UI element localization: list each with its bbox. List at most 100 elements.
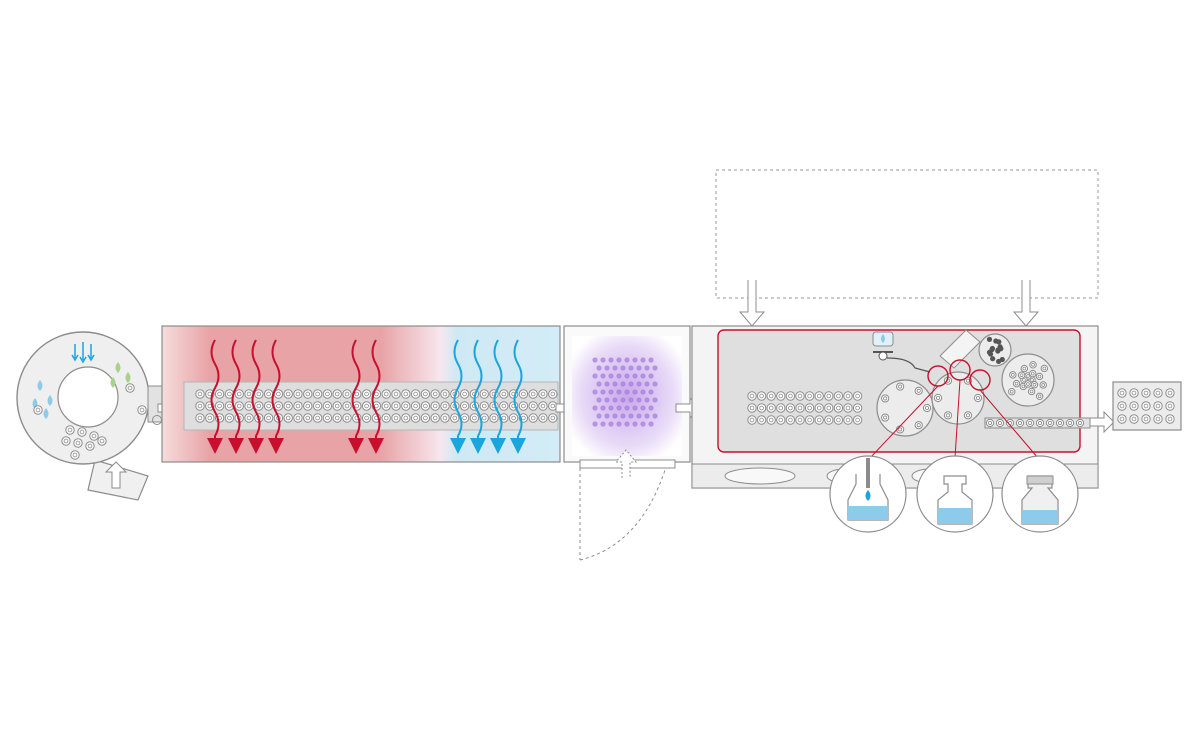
- fill-needle: [866, 458, 870, 488]
- vial-inner: [413, 415, 418, 421]
- vial-inner: [236, 403, 242, 409]
- vial-icon: [459, 401, 470, 411]
- uv-vial-dot: [652, 397, 658, 403]
- vial-icon: [833, 403, 844, 413]
- vial-icon: [70, 450, 80, 460]
- vial-inner: [816, 417, 822, 423]
- vial-icon: [420, 401, 431, 411]
- tray-vials: [1117, 388, 1175, 424]
- vial-inner: [987, 420, 993, 426]
- vial-icon: [1005, 418, 1015, 428]
- vial-inner: [788, 405, 793, 411]
- vial-inner: [207, 415, 213, 421]
- vial-icon: [747, 415, 757, 425]
- door-swing-outline: [579, 468, 666, 561]
- wheel-vials-group: [881, 376, 983, 434]
- vial-icon: [814, 391, 824, 401]
- tunnel-vials-grid: [195, 389, 558, 423]
- vial-inner: [246, 391, 252, 397]
- vial-inner: [845, 405, 851, 411]
- vial-icon: [361, 401, 372, 411]
- vial-icon: [1020, 364, 1029, 373]
- uv-vial-dot: [624, 405, 630, 411]
- pump-valve-icon: [878, 351, 888, 361]
- vial-inner: [325, 403, 330, 409]
- vial-inner: [276, 391, 281, 397]
- uv-vial-dot: [624, 357, 630, 363]
- vial-icon: [756, 403, 767, 413]
- vial-inner: [501, 403, 507, 409]
- uv-vial-dot: [612, 381, 618, 387]
- vial-icon: [254, 389, 264, 399]
- uv-vial-dot: [596, 381, 602, 387]
- vial-inner: [1119, 416, 1125, 422]
- vial-icon: [814, 415, 824, 425]
- vial-icon: [283, 389, 293, 399]
- vial-icon: [293, 389, 303, 399]
- vial-icon: [420, 389, 431, 399]
- glove-port: [724, 467, 796, 485]
- vial-inner: [285, 391, 291, 397]
- vial-inner: [807, 405, 812, 411]
- vial-inner: [87, 443, 93, 449]
- vial-icon: [922, 403, 932, 413]
- vial-icon: [1141, 388, 1151, 398]
- vial-icon: [943, 411, 953, 420]
- vial-icon: [843, 391, 853, 401]
- stopper-icon: [990, 356, 996, 362]
- vial-inner: [845, 393, 851, 399]
- vial-inner: [432, 403, 438, 409]
- vial-inner: [432, 391, 438, 397]
- vial-inner: [836, 417, 841, 423]
- vial-icon: [833, 391, 844, 401]
- vial-icon: [1129, 388, 1139, 398]
- vial-inner: [442, 391, 448, 397]
- vial-inner: [1143, 416, 1149, 422]
- vial-icon: [195, 413, 205, 423]
- vial-icon: [766, 403, 776, 413]
- outfeed-vials: [985, 418, 1085, 428]
- vial-inner: [413, 391, 418, 397]
- uv-vial-dot: [624, 421, 630, 427]
- uv-vial-dot: [600, 357, 606, 363]
- vial-icon: [85, 441, 95, 451]
- vial-inner: [383, 391, 389, 397]
- water-drop-icon: [115, 362, 121, 373]
- vial-inner: [383, 403, 389, 409]
- vial-inner: [344, 415, 350, 421]
- vial-inner: [295, 391, 301, 397]
- vial-icon: [1040, 364, 1049, 373]
- vial-inner: [423, 391, 428, 397]
- vial-inner: [315, 415, 320, 421]
- vial-inner: [481, 415, 487, 421]
- uv-vial-dot: [604, 397, 610, 403]
- airflow-arrow-icon: [614, 449, 638, 478]
- washer-hub: [57, 366, 119, 428]
- vial-inner: [924, 405, 930, 411]
- vial-icon: [1055, 418, 1065, 428]
- vial-icon: [391, 389, 401, 399]
- vial-icon: [1153, 414, 1163, 424]
- vial-inner: [403, 403, 409, 409]
- vial-inner: [266, 415, 271, 421]
- uv-vial-dot: [600, 421, 606, 427]
- uv-vial-dot: [620, 381, 626, 387]
- vial-icon: [440, 413, 450, 423]
- vial-inner: [276, 403, 281, 409]
- vial-inner: [945, 413, 951, 418]
- vial-icon: [1075, 418, 1085, 428]
- vial-inner: [1143, 403, 1149, 409]
- vial-inner: [778, 417, 784, 423]
- vial-inner: [550, 403, 556, 409]
- vial-icon: [881, 394, 890, 403]
- vial-icon: [332, 389, 342, 399]
- crimp-cap: [1026, 475, 1054, 485]
- vial-inner: [807, 417, 812, 423]
- vial-inner: [227, 403, 232, 409]
- uv-sterilization-zone: [563, 325, 691, 561]
- vial-icon: [756, 415, 767, 425]
- vial-inner: [975, 395, 981, 401]
- uv-vial-dot: [592, 389, 598, 395]
- vial-inner: [768, 393, 774, 399]
